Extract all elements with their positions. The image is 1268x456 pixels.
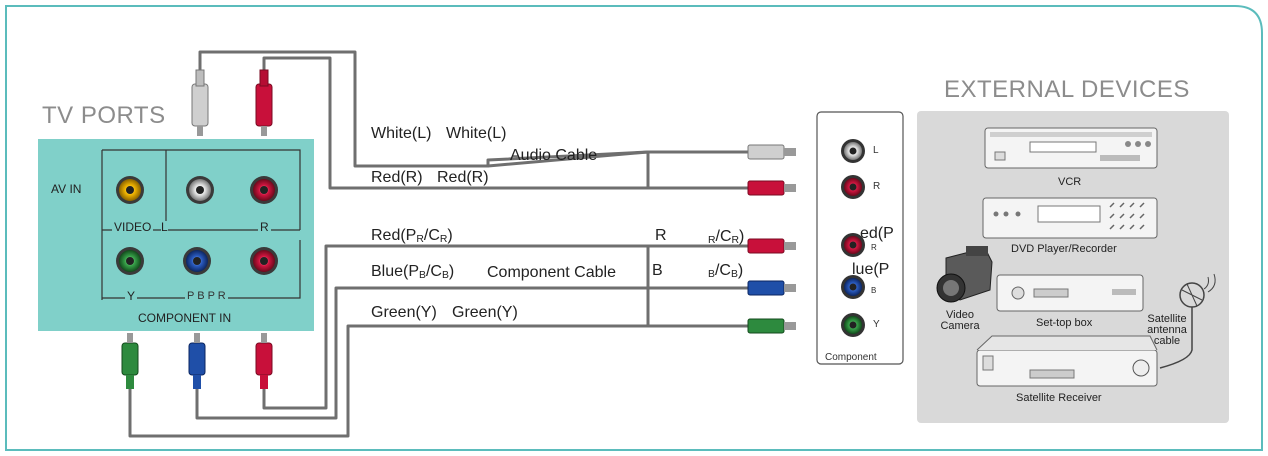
dvd-player-icon xyxy=(982,197,1158,239)
cable-label-b-letter: B xyxy=(652,262,663,279)
cable-label-red-right: Red(R) xyxy=(437,169,489,186)
external-devices-title: EXTERNAL DEVICES xyxy=(944,76,1190,103)
cable-label-pr-left: Red(PR/CR) xyxy=(371,227,453,246)
tv-ports-panel xyxy=(38,139,314,331)
plug-red-right xyxy=(747,180,796,196)
satellite-cable-label: Satellite antenna cable xyxy=(1147,313,1187,347)
l-label: L xyxy=(161,220,168,234)
video-camera-icon xyxy=(936,246,993,303)
y-label: Y xyxy=(125,289,138,303)
jack-pb-blue xyxy=(183,247,211,275)
cable-label-white-left: White(L) xyxy=(371,125,432,142)
jack-audio-red xyxy=(250,176,278,204)
video-label: VIDEO xyxy=(112,220,154,234)
plug-white-right xyxy=(747,144,796,160)
cable-label-green-left: Green(Y) xyxy=(371,304,437,321)
pbpr-label: P B P R xyxy=(185,290,228,302)
plug-pr-right xyxy=(747,238,796,254)
audio-cable-wires xyxy=(198,50,780,190)
cable-label-red-left: Red(R) xyxy=(371,169,423,186)
cable-label-pb-right: B/CB) xyxy=(708,262,744,281)
panel-component-label: Component xyxy=(823,352,879,363)
tv-ports-title: TV PORTS xyxy=(42,102,166,129)
jack-audio-white xyxy=(186,176,214,204)
panel-y-label: Y xyxy=(873,319,880,330)
panel-r-label: R xyxy=(873,181,881,192)
satellite-dish-icon xyxy=(1159,273,1216,369)
panel-pr-sub: R xyxy=(871,243,877,252)
vcr-label: VCR xyxy=(1058,176,1082,188)
satellite-receiver-label: Satellite Receiver xyxy=(1016,392,1102,404)
set-top-box-label: Set-top box xyxy=(1036,317,1093,329)
tv-jacks xyxy=(116,176,278,275)
set-top-box-icon xyxy=(996,274,1144,312)
outer-frame xyxy=(5,5,1263,451)
panel-jack-pb xyxy=(841,275,865,299)
plug-red-bottom xyxy=(255,333,273,389)
cable-label-r-letter: R xyxy=(655,227,667,244)
panel-jack-y xyxy=(841,313,865,337)
plug-green-bottom xyxy=(121,333,139,389)
panel-jack-pr xyxy=(841,233,865,257)
plug-pb-right xyxy=(747,280,796,296)
plug-white-top xyxy=(191,69,209,136)
audio-cable-label: Audio Cable xyxy=(510,147,598,164)
jack-video-yellow xyxy=(116,176,144,204)
panel-pr-fragment: ed(P xyxy=(860,225,894,242)
cable-label-pr-right: R/CR) xyxy=(708,228,745,247)
panel-pb-sub: B xyxy=(871,286,877,295)
vcr-icon xyxy=(984,127,1158,169)
plug-blue-bottom xyxy=(188,333,206,389)
cable-label-pb-left: Blue(PB/CB) xyxy=(371,263,455,282)
dvd-label: DVD Player/Recorder xyxy=(1011,243,1117,255)
panel-jack-r xyxy=(841,175,865,199)
r-label: R xyxy=(258,220,271,234)
jack-pr-red xyxy=(250,247,278,275)
panel-jack-l xyxy=(841,139,865,163)
component-cable-label: Component Cable xyxy=(487,264,616,281)
satellite-receiver-icon xyxy=(976,335,1158,387)
panel-l-label: L xyxy=(873,145,879,156)
panel-pb-fragment: lue(P xyxy=(852,261,890,278)
jack-y-green xyxy=(116,247,144,275)
component-cable-wires xyxy=(128,244,780,438)
video-camera-label: Video Camera xyxy=(940,309,980,332)
av-in-label: AV IN xyxy=(51,182,82,196)
component-in-label: COMPONENT IN xyxy=(138,311,232,325)
cable-label-white-right: White(L) xyxy=(446,125,507,142)
panel-jacks xyxy=(841,139,865,337)
cable-label-green-right: Green(Y) xyxy=(452,304,518,321)
plug-y-right xyxy=(747,318,796,334)
plug-red-top xyxy=(255,69,273,136)
